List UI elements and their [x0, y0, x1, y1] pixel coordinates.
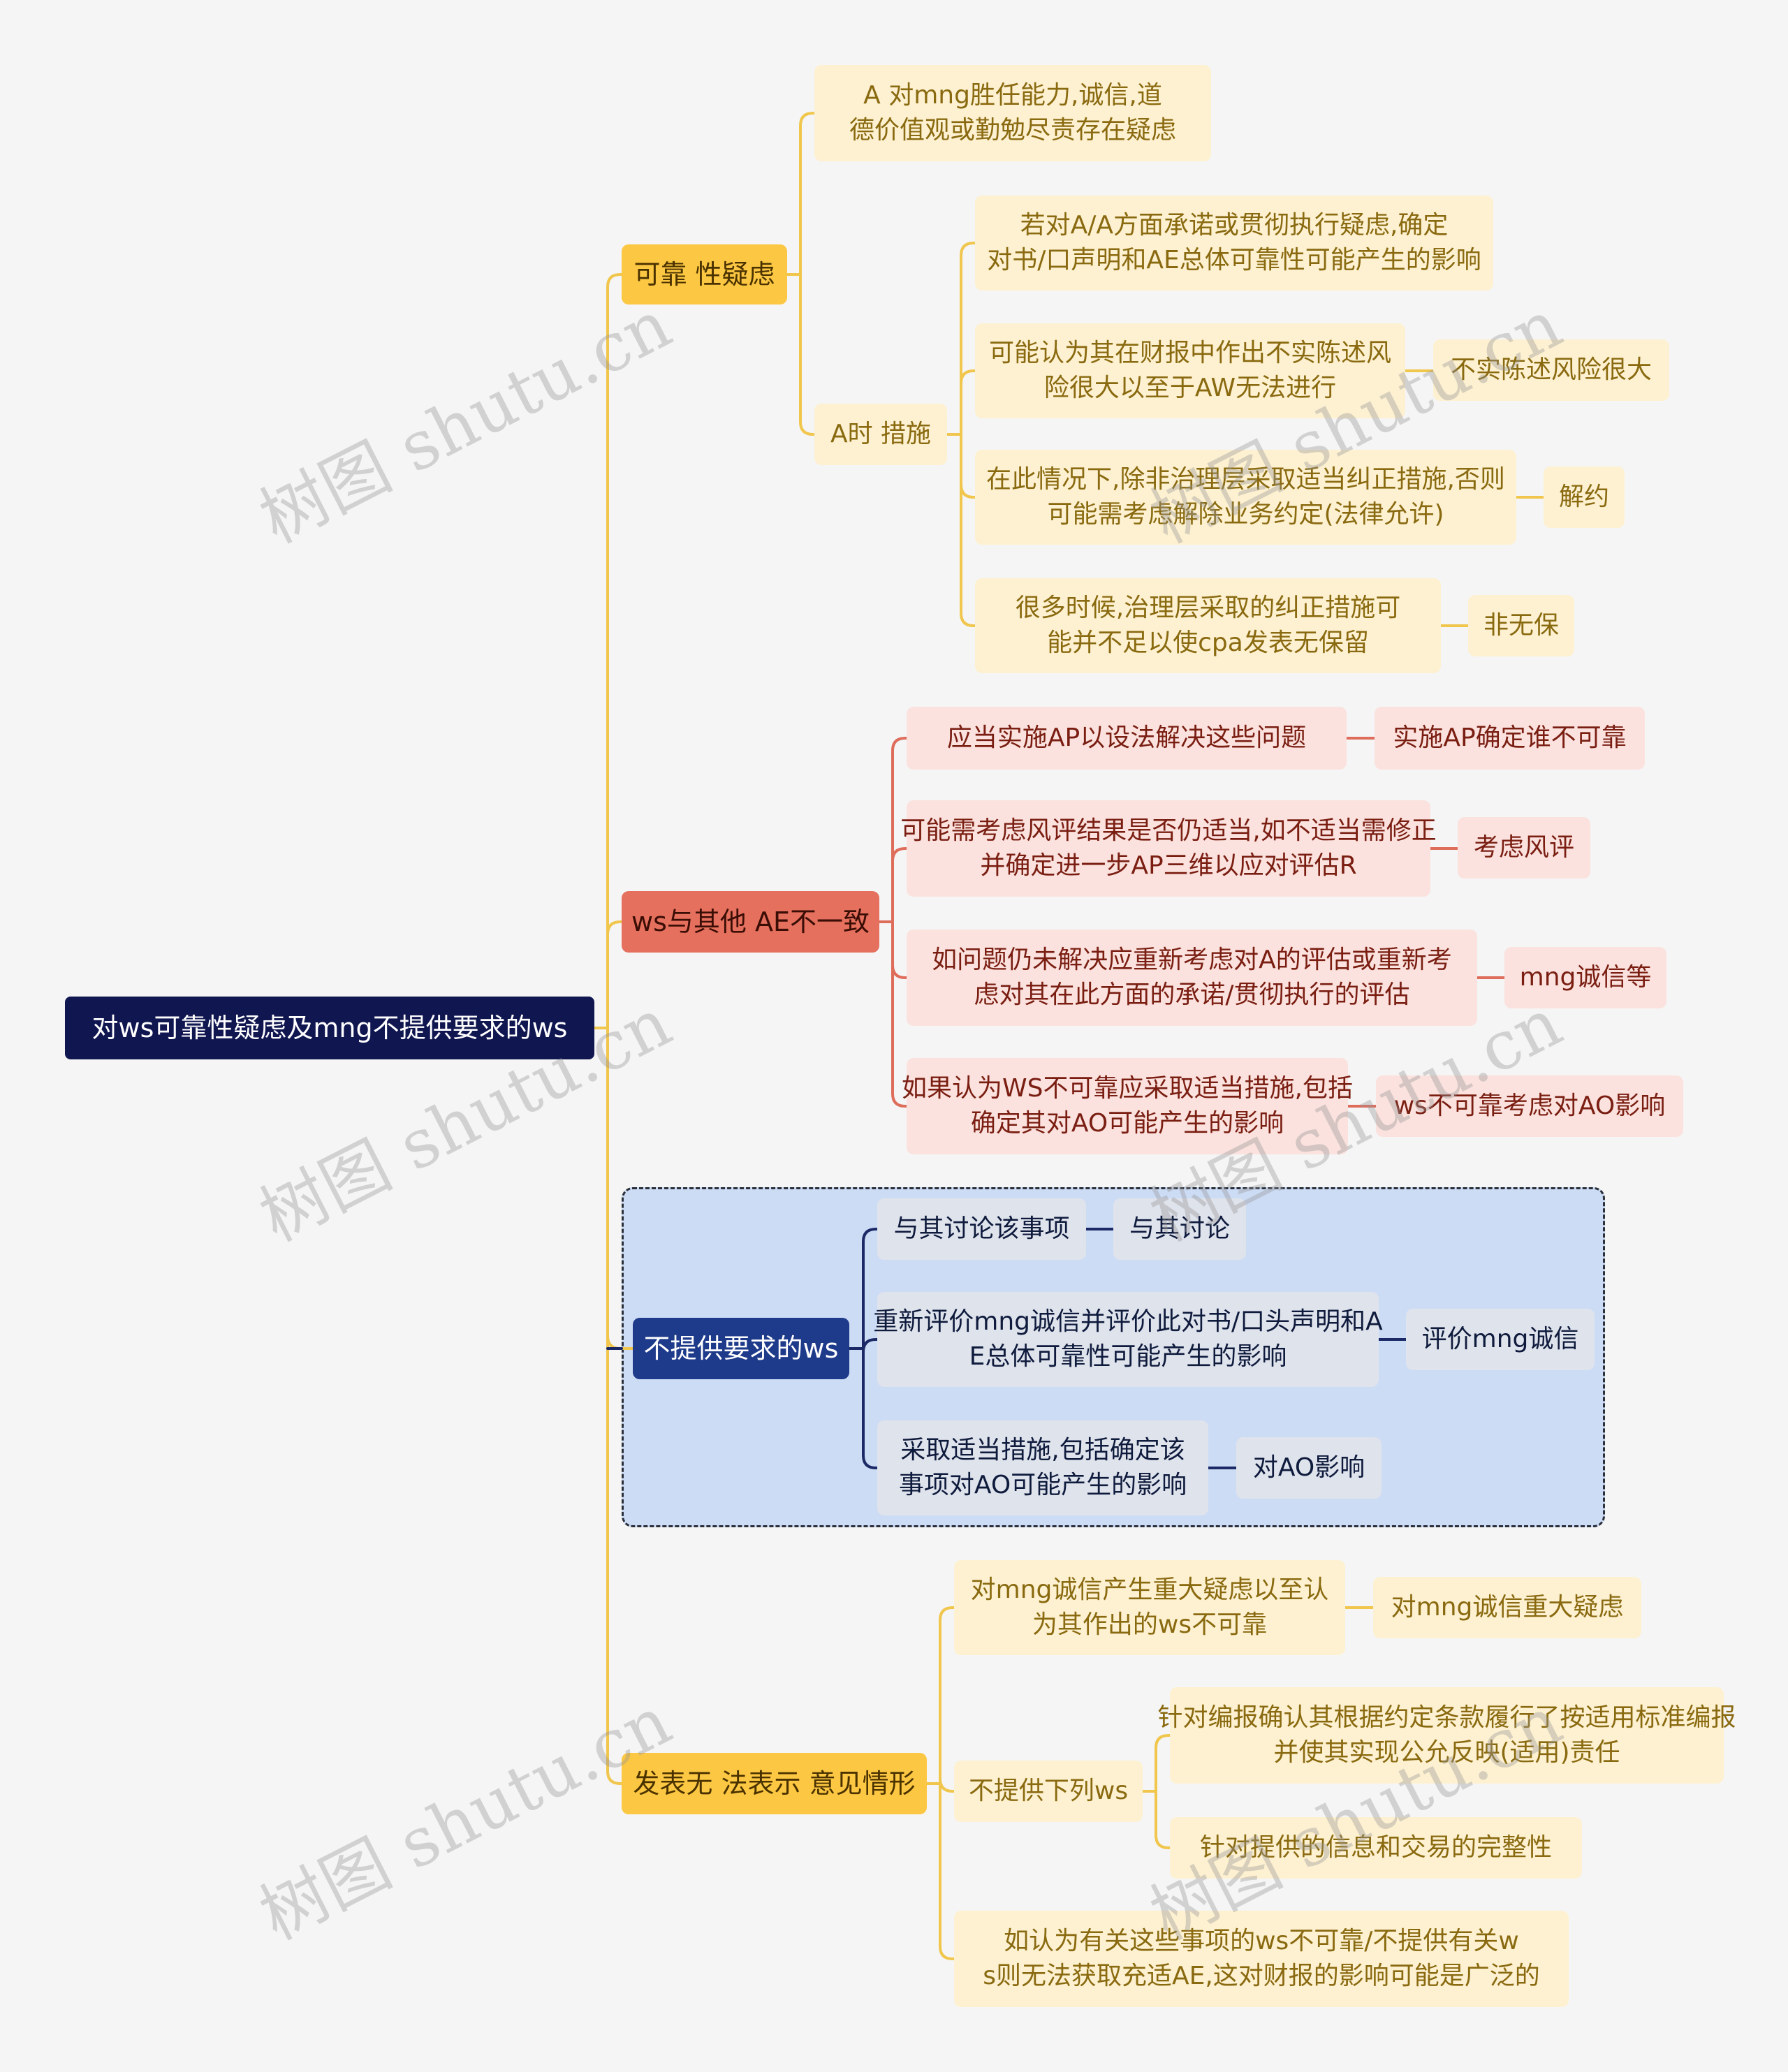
- branch-not-provided[interactable]: 不提供要求的ws: [633, 1318, 849, 1379]
- connector-line: [606, 1027, 623, 1785]
- inconsistent-item[interactable]: 应当实施AP以设法解决这些问题: [907, 707, 1347, 770]
- measure-item[interactable]: 若对A/A方面承诺或贯彻执行疑虑,确定对书/口声明和AE总体可靠性可能产生的影响: [975, 196, 1493, 291]
- connector-line: [1155, 1734, 1171, 1793]
- not-provided-item[interactable]: 与其讨论该事项: [877, 1198, 1086, 1260]
- root-topic[interactable]: 对ws可靠性疑虑及mng不提供要求的ws: [65, 997, 594, 1059]
- inconsistent-note[interactable]: ws不可靠考虑对AO影响: [1376, 1075, 1683, 1137]
- connector-line: [862, 1228, 879, 1350]
- reliability-doubt[interactable]: A 对mng胜任能力,诚信,道德价值观或勤勉尽责存在疑虑: [814, 65, 1211, 161]
- connector-line: [1155, 1790, 1171, 1849]
- not-provide-item[interactable]: 针对提供的信息和交易的完整性: [1170, 1817, 1582, 1879]
- connector-line: [891, 847, 908, 923]
- not-provided-note[interactable]: 评价mng诚信: [1406, 1309, 1595, 1370]
- disclaimer-doubt[interactable]: 对mng诚信产生重大疑虑以至认为其作出的ws不可靠: [954, 1560, 1345, 1655]
- connector-line: [939, 1606, 955, 1785]
- measure-note[interactable]: 不实陈述风险很大: [1433, 339, 1669, 401]
- connector-line: [960, 369, 976, 436]
- connector-line: [891, 737, 908, 923]
- connector-line: [960, 433, 976, 627]
- connector-line: [606, 1027, 634, 1350]
- connector-line: [891, 920, 908, 979]
- disclaimer-not-provide[interactable]: 不提供下列ws: [954, 1761, 1143, 1822]
- inconsistent-note[interactable]: 考虑风评: [1458, 817, 1590, 879]
- branch-reliability[interactable]: 可靠 性疑虑: [622, 244, 787, 304]
- disclaimer-doubt-note[interactable]: 对mng诚信重大疑虑: [1373, 1577, 1641, 1638]
- connector-line: [606, 273, 623, 1029]
- connector-line: [799, 273, 816, 436]
- branch-disclaimer[interactable]: 发表无 法表示 意见情形: [622, 1753, 927, 1814]
- inconsistent-note[interactable]: 实施AP确定谁不可靠: [1375, 707, 1645, 770]
- measure-item[interactable]: 在此情况下,除非治理层采取适当纠正措施,否则可能需考虑解除业务约定(法律允许): [975, 450, 1516, 545]
- connector-line: [862, 1347, 879, 1469]
- reliability-measures[interactable]: A时 措施: [814, 404, 947, 465]
- inconsistent-note[interactable]: mng诚信等: [1504, 947, 1666, 1008]
- connector-line: [606, 920, 623, 1029]
- connector-line: [891, 920, 908, 1108]
- measure-note[interactable]: 解约: [1544, 466, 1625, 528]
- measure-item[interactable]: 可能认为其在财报中作出不实陈述风险很大以至于AW无法进行: [975, 323, 1405, 418]
- branch-inconsistent[interactable]: ws与其他 AE不一致: [622, 891, 879, 953]
- connector-line: [939, 1782, 955, 1960]
- inconsistent-item[interactable]: 可能需考虑风评结果是否仍适当,如不适当需修正并确定进一步AP三维以应对评估R: [900, 800, 1437, 897]
- connector-line: [960, 242, 976, 436]
- not-provided-note[interactable]: 与其讨论: [1113, 1198, 1246, 1260]
- not-provided-note[interactable]: 对AO影响: [1236, 1437, 1382, 1499]
- inconsistent-item[interactable]: 如问题仍未解决应重新考虑对A的评估或重新考虑对其在此方面的承诺/贯彻执行的评估: [907, 930, 1477, 1026]
- inconsistent-item[interactable]: 如果认为WS不可靠应采取适当措施,包括确定其对AO可能产生的影响: [902, 1058, 1353, 1154]
- measure-note[interactable]: 非无保: [1468, 595, 1574, 656]
- connector-line: [960, 433, 976, 499]
- connector-line: [939, 1778, 955, 1793]
- measure-item[interactable]: 很多时候,治理层采取的纠正措施可能并不足以使cpa发表无保留: [975, 578, 1441, 673]
- not-provide-item[interactable]: 针对编报确认其根据约定条款履行了按适用标准编报并使其实现公允反映(适用)责任: [1158, 1687, 1736, 1784]
- connector-line: [799, 112, 816, 276]
- not-provided-item[interactable]: 采取适当措施,包括确定该事项对AO可能产生的影响: [877, 1420, 1208, 1515]
